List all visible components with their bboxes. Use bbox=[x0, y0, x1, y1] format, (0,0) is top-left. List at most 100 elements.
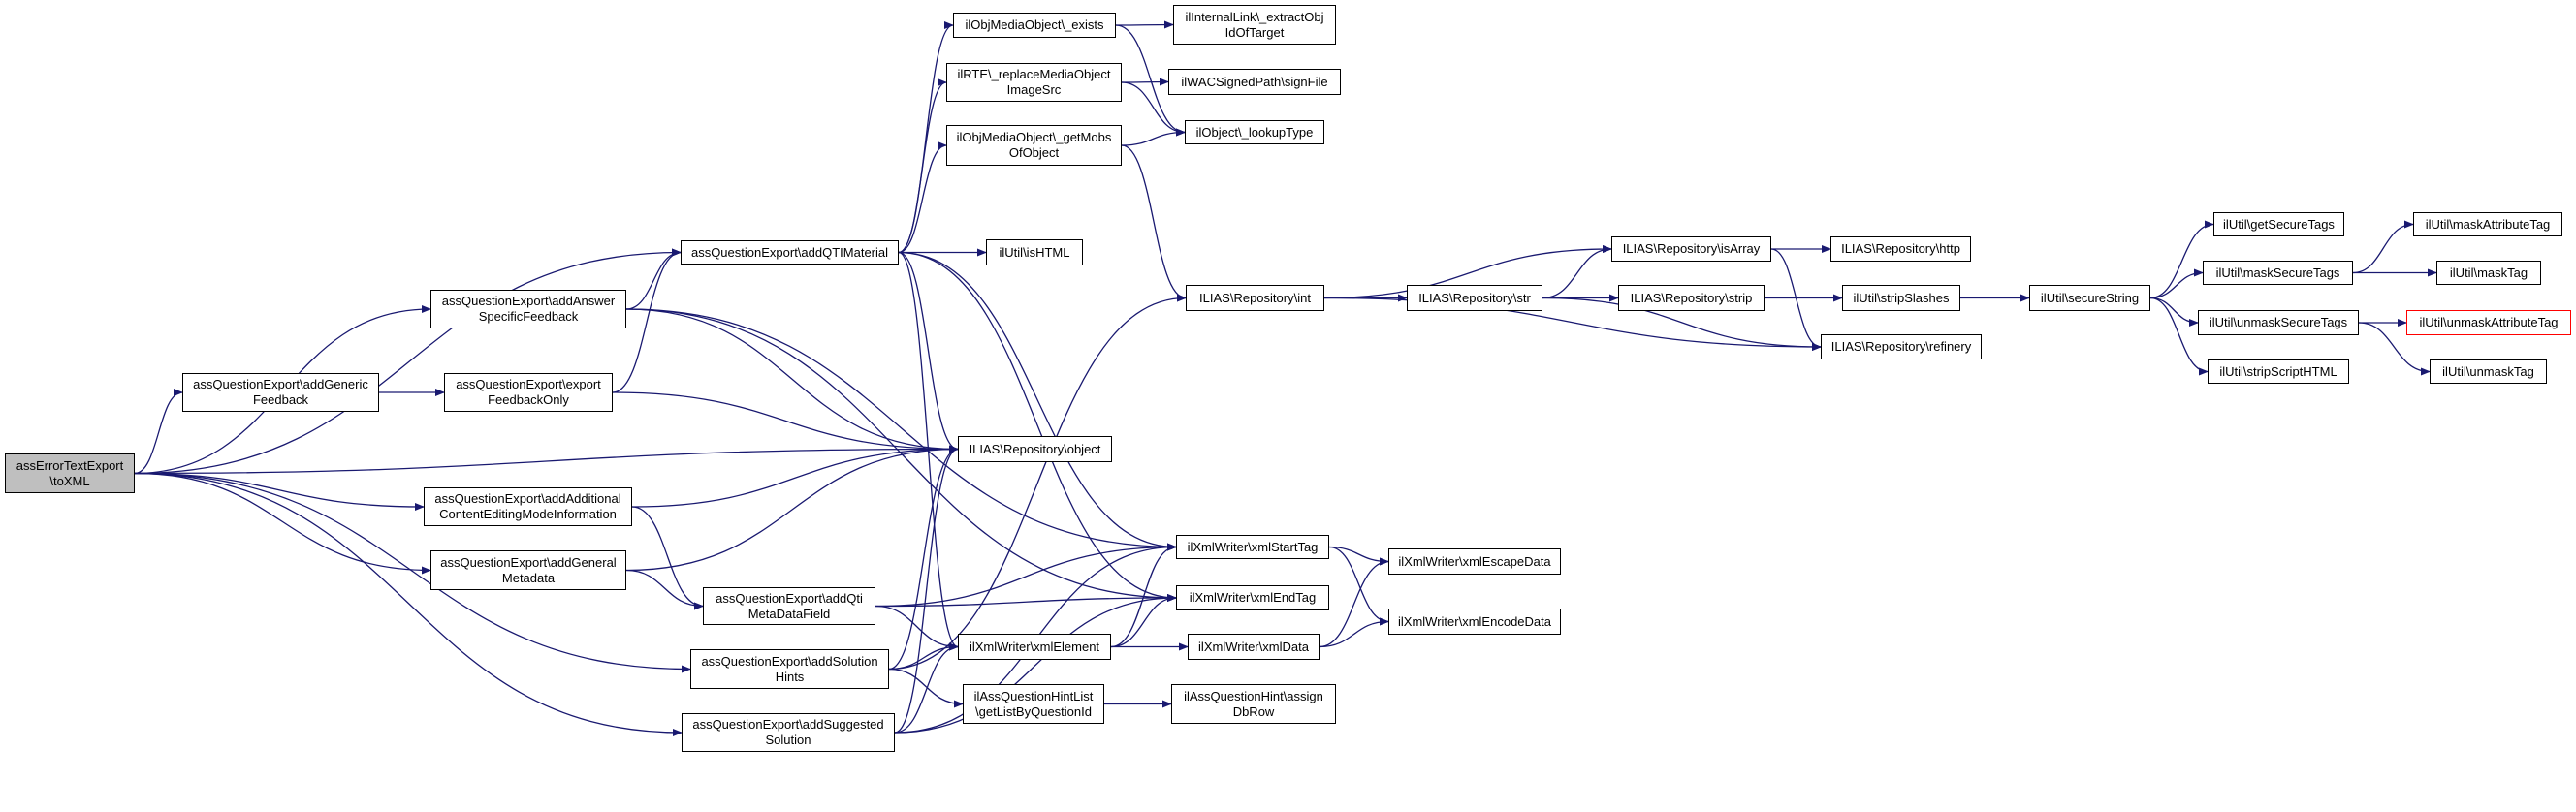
node-label: \toXML bbox=[49, 473, 90, 488]
node-label: ilXmlWriter\xmlEscapeData bbox=[1398, 553, 1551, 569]
node-get-secure-tags[interactable]: ilUtil\getSecureTags bbox=[2213, 212, 2344, 236]
node-xml-end-tag[interactable]: ilXmlWriter\xmlEndTag bbox=[1176, 585, 1329, 610]
node-repo-strip[interactable]: ILIAS\Repository\strip bbox=[1618, 285, 1765, 311]
node-label: ilUtil\unmaskAttributeTag bbox=[2419, 315, 2559, 329]
edge-xml-start-tag-to-xml-encode-data bbox=[1328, 546, 1389, 626]
edge-add-qtimaterial-to-repo-object bbox=[898, 251, 959, 453]
node-label: assQuestionExport\addGeneral bbox=[440, 554, 617, 570]
node-label: assQuestionExport\addAnswer bbox=[441, 294, 616, 308]
edge-add-answer-specific-feedback-to-add-qtimaterial bbox=[625, 248, 682, 310]
node-label: ilXmlWriter\xmlEncodeData bbox=[1398, 613, 1551, 629]
edge-export-feedback-only-to-repo-object bbox=[612, 391, 959, 453]
edge-repo-str-to-repo-is-array bbox=[1542, 245, 1612, 299]
node-label: ImageSrc bbox=[1006, 82, 1062, 97]
node-label: ilUtil\unmaskTag bbox=[2442, 363, 2534, 379]
node-label: ILIAS\Repository\object bbox=[969, 441, 1101, 456]
node-unmask-tag[interactable]: ilUtil\unmaskTag bbox=[2430, 359, 2547, 384]
node-repo-int[interactable]: ILIAS\Repository\int bbox=[1186, 285, 1324, 311]
node-label: ILIAS\Repository\str bbox=[1418, 290, 1531, 305]
node-label: assQuestionExport\addQTIMaterial bbox=[690, 244, 889, 260]
node-label: ILIAS\Repository\int bbox=[1199, 290, 1311, 305]
node-label: ilObject\_lookupType bbox=[1195, 124, 1314, 140]
node-secure-string[interactable]: ilUtil\secureString bbox=[2029, 285, 2150, 311]
edge-secure-string-to-unmask-secure-tags bbox=[2149, 297, 2199, 327]
node-label: MetaDataField bbox=[747, 606, 831, 621]
node-label: ilObjMediaObject\_exists bbox=[965, 17, 1104, 32]
node-repo-refinery[interactable]: ILIAS\Repository\refinery bbox=[1821, 334, 1982, 359]
node-xml-start-tag[interactable]: ilXmlWriter\xmlStartTag bbox=[1176, 535, 1329, 559]
node-label: assQuestionExport\addSuggested bbox=[692, 717, 884, 732]
node-label: ILIAS\Repository\http bbox=[1841, 241, 1960, 256]
node-lookup-type[interactable]: ilObject\_lookupType bbox=[1185, 120, 1324, 144]
node-label: assQuestionExport\addSolution bbox=[701, 653, 878, 669]
edge-to-xml-to-add-general-metadata bbox=[134, 472, 431, 575]
node-label: IdOfTarget bbox=[1224, 24, 1285, 40]
edge-get-mobs-to-lookup-type bbox=[1121, 128, 1186, 146]
node-label: ILIAS\Repository\isArray bbox=[1622, 241, 1761, 256]
node-repo-object[interactable]: ILIAS\Repository\object bbox=[958, 436, 1112, 462]
edge-add-qtimaterial-to-xml-end-tag bbox=[898, 251, 1177, 602]
edge-repo-int-to-repo-is-array bbox=[1323, 245, 1612, 299]
node-repo-str[interactable]: ILIAS\Repository\str bbox=[1407, 285, 1542, 311]
node-unmask-secure-tags[interactable]: ilUtil\unmaskSecureTags bbox=[2198, 310, 2359, 335]
node-label: OfObject bbox=[1008, 145, 1060, 160]
node-label: assQuestionExport\addGeneric bbox=[193, 377, 368, 391]
node-label: ilAssQuestionHint\assign bbox=[1184, 688, 1323, 703]
edge-add-solution-hints-to-xml-element bbox=[888, 642, 959, 671]
node-label: ilWACSignedPath\signFile bbox=[1181, 74, 1328, 89]
edge-to-xml-to-add-additional bbox=[134, 472, 425, 511]
edge-add-answer-specific-feedback-to-repo-object bbox=[625, 308, 959, 453]
edge-replace-media-to-lookup-type bbox=[1121, 81, 1186, 137]
node-label: ilUtil\stripScriptHTML bbox=[2219, 363, 2337, 379]
edge-add-additional-to-add-qti-meta-data-field bbox=[631, 506, 704, 610]
node-is-html[interactable]: ilUtil\isHTML bbox=[986, 239, 1083, 265]
node-strip-script-html[interactable]: ilUtil\stripScriptHTML bbox=[2208, 359, 2349, 384]
node-label: ilAssQuestionHintList bbox=[973, 688, 1094, 703]
edge-add-answer-specific-feedback-to-xml-end-tag bbox=[625, 308, 1177, 602]
node-label: \getListByQuestionId bbox=[975, 703, 1092, 719]
node-sign-file[interactable]: ilWACSignedPath\signFile bbox=[1168, 69, 1341, 95]
node-unmask-attribute-tag[interactable]: ilUtil\unmaskAttributeTag bbox=[2406, 310, 2571, 335]
node-xml-encode-data[interactable]: ilXmlWriter\xmlEncodeData bbox=[1388, 609, 1561, 635]
node-label: SpecificFeedback bbox=[478, 309, 579, 324]
node-label: Solution bbox=[765, 733, 811, 747]
node-label: ILIAS\Repository\refinery bbox=[1830, 339, 1972, 354]
node-mob-exists[interactable]: ilObjMediaObject\_exists bbox=[953, 13, 1116, 38]
node-xml-element[interactable]: ilXmlWriter\xmlElement bbox=[958, 634, 1111, 660]
edge-add-solution-hints-to-get-list-by-question-id bbox=[888, 668, 964, 708]
node-repo-http[interactable]: ILIAS\Repository\http bbox=[1830, 236, 1971, 262]
edge-add-solution-hints-to-repo-int bbox=[888, 294, 1187, 671]
node-xml-data[interactable]: ilXmlWriter\xmlData bbox=[1188, 634, 1320, 660]
node-label: ilUtil\isHTML bbox=[999, 244, 1070, 260]
edge-mask-secure-tags-to-mask-attribute-tag bbox=[2352, 220, 2414, 274]
node-mask-attribute-tag[interactable]: ilUtil\maskAttributeTag bbox=[2413, 212, 2562, 236]
node-repo-is-array[interactable]: ILIAS\Repository\isArray bbox=[1611, 236, 1771, 262]
node-label: ilUtil\unmaskSecureTags bbox=[2209, 315, 2348, 329]
edge-to-xml-to-repo-object bbox=[134, 445, 959, 475]
edge-to-xml-to-add-qtimaterial bbox=[134, 248, 682, 475]
node-mask-secure-tags[interactable]: ilUtil\maskSecureTags bbox=[2203, 261, 2353, 285]
edge-secure-string-to-mask-secure-tags bbox=[2149, 268, 2204, 299]
node-add-qtimaterial[interactable]: assQuestionExport\addQTIMaterial bbox=[681, 240, 899, 265]
node-get-list-by-question-id[interactable]: ilAssQuestionHintList\getListByQuestionI… bbox=[963, 684, 1104, 724]
edge-add-suggested-solution-to-repo-object bbox=[894, 445, 959, 734]
node-strip-slashes[interactable]: ilUtil\stripSlashes bbox=[1842, 285, 1960, 311]
node-label: ilUtil\getSecureTags bbox=[2223, 216, 2335, 232]
edge-add-additional-to-repo-object bbox=[631, 445, 959, 508]
node-xml-escape-data[interactable]: ilXmlWriter\xmlEscapeData bbox=[1388, 548, 1561, 575]
edge-add-qti-meta-data-field-to-xml-end-tag bbox=[875, 594, 1177, 608]
node-mask-tag[interactable]: ilUtil\maskTag bbox=[2436, 261, 2541, 285]
